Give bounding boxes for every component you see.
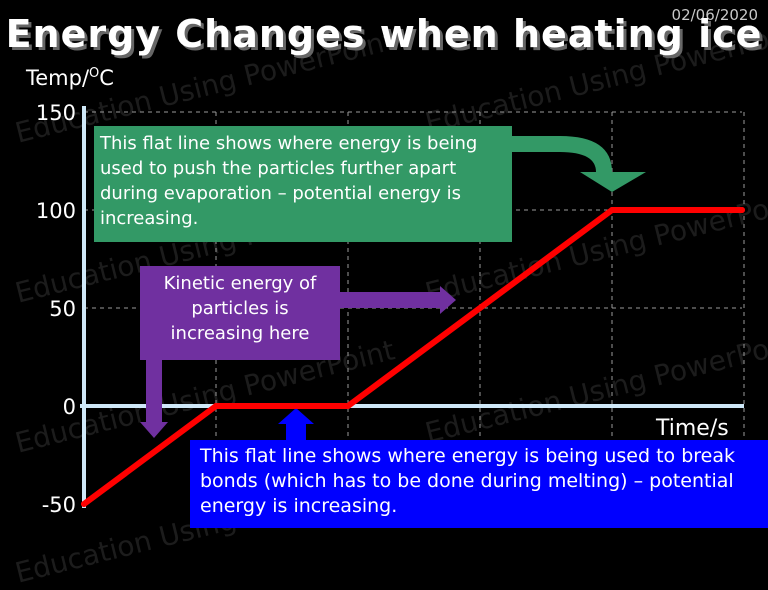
data-point [609,207,615,213]
y-tick-label: 50 [49,297,76,321]
evaporation-annotation: This flat line shows where energy is bei… [94,126,512,242]
y-tick-label: 100 [36,199,76,223]
y-axis-label-unit: C [99,66,114,90]
melting-annotation: This flat line shows where energy is bei… [190,440,768,528]
chart-series [81,207,745,507]
y-axis-label: Temp/OC [26,66,114,90]
slide-date: 02/06/2020 [671,6,758,24]
slide-title: Energy Changes when heating ice [5,12,763,56]
annotation-arrows [140,136,646,444]
chart-axes [80,106,744,508]
x-axis-label: Time/s [656,416,729,441]
data-point [81,501,87,507]
data-point [739,207,745,213]
kinetic-annotation: Kinetic energy of particles is increasin… [140,266,340,360]
y-tick-label: -50 [42,493,76,517]
evaporation-arrow [498,136,646,192]
y-axis-label-degree: O [89,66,100,81]
data-point [345,403,351,409]
data-point [213,403,219,409]
kinetic-arrow-right [330,286,456,314]
y-tick-label: 150 [36,101,76,125]
melting-arrow-up [278,408,314,444]
kinetic-arrow-down [140,350,168,438]
y-tick-label: 0 [63,395,76,419]
chart-ticks: 150 100 50 0 -50 [36,101,76,517]
y-axis-label-text: Temp/ [26,66,90,90]
